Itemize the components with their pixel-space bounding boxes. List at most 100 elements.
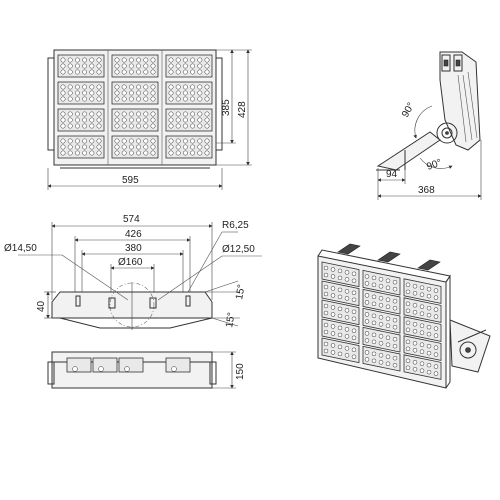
front-led-lens xyxy=(197,144,203,150)
side-view-housing xyxy=(436,51,481,151)
front-led-lens xyxy=(89,117,95,123)
front-led-lens xyxy=(96,123,102,129)
front-led-lens xyxy=(67,150,73,156)
iso-led-lens xyxy=(385,342,391,347)
front-led-lens xyxy=(121,123,127,129)
front-led-lens xyxy=(60,150,66,156)
iso-led-lens xyxy=(330,274,336,279)
front-led-lens xyxy=(128,69,134,75)
iso-led-lens xyxy=(364,338,370,343)
side-angle-top-label: 90° xyxy=(400,101,417,120)
iso-led-lens xyxy=(337,351,343,357)
front-led-lens xyxy=(204,144,210,150)
iso-led-lens xyxy=(344,353,350,358)
iso-led-lens xyxy=(371,282,377,288)
iso-led-lens xyxy=(412,310,418,315)
front-led-lens xyxy=(175,123,181,129)
iso-led-lens xyxy=(412,284,418,289)
bracket-luminaire-body xyxy=(47,351,217,389)
front-led-lens xyxy=(60,90,66,96)
front-led-lens xyxy=(168,84,174,90)
iso-led-lens xyxy=(337,287,343,293)
front-led-lens xyxy=(96,117,102,123)
bracket-callouts: Ø14,50 R6,25 Ø12,50 xyxy=(4,220,262,301)
iso-led-lens xyxy=(364,350,370,355)
front-led-lens xyxy=(168,123,174,129)
front-led-lens xyxy=(190,63,196,69)
front-led-lens xyxy=(89,57,95,63)
iso-led-lens xyxy=(412,348,418,353)
bracket-angle-lower-label: 15° xyxy=(224,312,237,329)
iso-led-lens xyxy=(330,312,336,317)
iso-led-lens xyxy=(371,275,377,281)
iso-led-lens xyxy=(378,341,384,346)
front-led-lens xyxy=(67,96,73,102)
front-led-lens xyxy=(82,150,88,156)
front-led-lens xyxy=(182,69,188,75)
front-led-lens xyxy=(204,63,210,69)
front-led-lens xyxy=(168,138,174,144)
front-led-lens xyxy=(67,69,73,75)
front-led-lens xyxy=(128,96,134,102)
front-led-lens xyxy=(74,84,80,90)
front-led-lens xyxy=(168,69,174,75)
iso-led-lens xyxy=(351,278,357,284)
front-led-lens xyxy=(136,144,142,150)
front-led-lens xyxy=(204,150,210,156)
iso-led-lens xyxy=(433,314,439,319)
front-led-lens xyxy=(150,69,156,75)
front-led-lens xyxy=(204,96,210,102)
front-led-lens xyxy=(128,123,134,129)
front-led-lens xyxy=(182,84,188,90)
front-led-lens xyxy=(82,84,88,90)
front-led-lens xyxy=(150,117,156,123)
front-led-lens xyxy=(96,96,102,102)
front-led-lens xyxy=(82,144,88,150)
front-led-lens xyxy=(190,84,196,90)
iso-led-lens xyxy=(433,307,439,312)
iso-led-lens xyxy=(392,324,398,330)
iso-led-lens xyxy=(323,348,329,354)
front-led-lens xyxy=(60,138,66,144)
iso-led-lens xyxy=(378,315,384,320)
front-led-lens xyxy=(67,90,73,96)
iso-led-lens xyxy=(323,329,329,335)
iso-led-lens xyxy=(412,322,418,327)
front-led-lens xyxy=(143,96,149,102)
front-led-lens xyxy=(114,123,120,129)
front-led-lens xyxy=(182,96,188,102)
iso-led-lens xyxy=(433,371,439,376)
front-led-lens xyxy=(150,123,156,129)
iso-led-lens xyxy=(364,293,370,298)
front-led-lens xyxy=(121,84,127,90)
front-height-inner-label: 385 xyxy=(221,99,232,116)
front-led-lens xyxy=(60,69,66,75)
front-led-lens xyxy=(197,117,203,123)
front-led-lens xyxy=(114,117,120,123)
front-led-lens xyxy=(197,63,203,69)
iso-led-lens xyxy=(426,331,432,337)
bracket-plate xyxy=(51,282,213,330)
iso-led-lens xyxy=(344,315,350,320)
iso-led-lens xyxy=(426,305,432,311)
iso-led-lens xyxy=(405,308,411,314)
iso-led-lens xyxy=(419,361,425,366)
front-led-lens xyxy=(143,69,149,75)
iso-led-lens xyxy=(433,288,439,293)
front-led-lens xyxy=(121,150,127,156)
front-led-lens xyxy=(121,69,127,75)
front-led-lens xyxy=(82,117,88,123)
iso-led-lens xyxy=(385,304,391,309)
iso-led-lens xyxy=(364,300,370,305)
front-led-lens xyxy=(82,57,88,63)
iso-led-lens xyxy=(385,297,391,302)
front-led-lens xyxy=(197,69,203,75)
iso-led-lens xyxy=(385,285,391,290)
front-width-label: 595 xyxy=(122,175,139,186)
bracket-angle-marks: 15° 15° xyxy=(204,280,248,329)
front-led-lens xyxy=(190,111,196,117)
bracket-view: 574 426 380 Ø160 xyxy=(4,214,262,389)
front-led-lens xyxy=(136,138,142,144)
front-led-lens xyxy=(175,138,181,144)
iso-led-lens xyxy=(385,361,391,366)
